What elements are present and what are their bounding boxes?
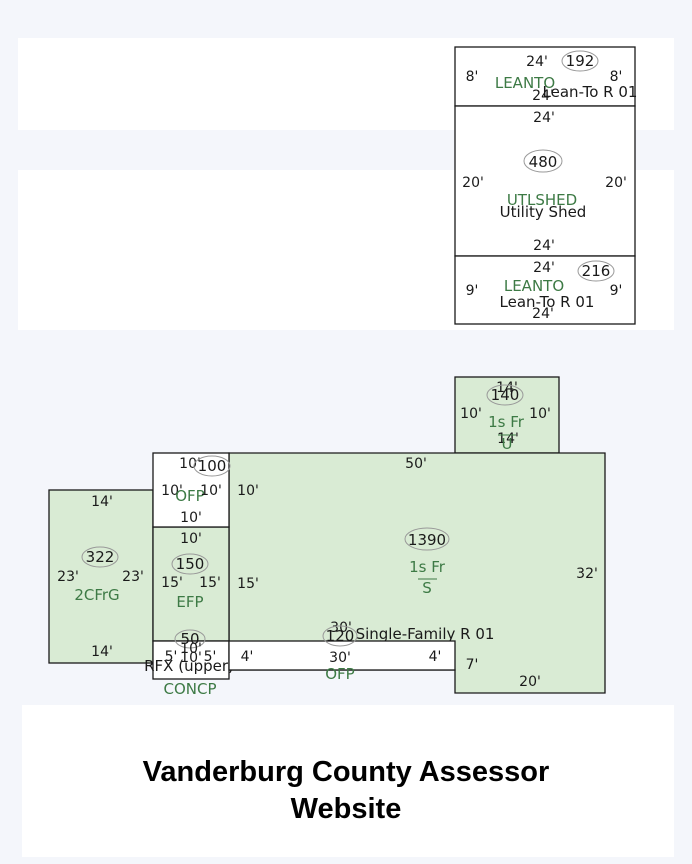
cfrg-dim-top: 14' xyxy=(91,494,113,510)
oval-icon xyxy=(322,625,358,647)
ofp-top-dim-top: 10' xyxy=(179,456,201,472)
concp-outline xyxy=(152,640,230,680)
ofp-top-section: 10' 100 10' OFP 10' 10' xyxy=(152,452,231,528)
main-code: 1s Fr xyxy=(409,558,446,576)
main-dim-top: 50' xyxy=(405,456,427,472)
efp-dim-left: 15' xyxy=(161,575,183,591)
oval-icon xyxy=(404,527,450,551)
oval-icon xyxy=(193,455,231,477)
leanto-bottom-section: 24' 216 LEANTO 9' 9' Lean-To R 01 24' xyxy=(454,255,636,325)
ofp-bottom-dim-bottom: 30' xyxy=(329,650,351,666)
caption-line-2: Website xyxy=(290,793,402,825)
cfrg-area: 322 xyxy=(86,548,115,566)
main-dim-step: 7' xyxy=(466,657,479,673)
concp-dim-bottom: 10' xyxy=(180,650,202,666)
oval-icon xyxy=(486,384,524,406)
leanto-top-dim-left: 8' xyxy=(466,69,479,85)
leanto-top-dim-top: 24' xyxy=(526,54,548,70)
fr-upper-sub: U xyxy=(502,435,513,453)
utlshed-desc: Utility Shed xyxy=(500,203,587,221)
ofp-top-dim-bottom: 10' xyxy=(180,510,202,526)
concp-dim-left: 5' xyxy=(165,649,178,665)
fr-upper-code: 1s Fr xyxy=(488,413,525,431)
leanto-bottom-dim-left: 9' xyxy=(466,283,479,299)
leanto-bottom-outline xyxy=(454,255,636,325)
oval-icon xyxy=(523,149,563,173)
leanto-bottom-dim-right: 9' xyxy=(610,283,623,299)
ofp-bottom-dim-right: 4' xyxy=(429,649,442,665)
cfrg-dim-right: 23' xyxy=(122,569,144,585)
fr-upper-dim-top: 14' xyxy=(496,380,518,396)
leanto-top-desc: Lean-To R 01 xyxy=(543,83,638,101)
concp-dim-top: 10' xyxy=(180,641,202,657)
main-sub: S xyxy=(422,579,432,597)
efp-dim-top: 10' xyxy=(180,531,202,547)
concp-code: CONCP xyxy=(163,680,216,698)
concp-area: 50 xyxy=(180,630,199,648)
utlshed-dim-right: 20' xyxy=(605,175,627,191)
oval-icon xyxy=(171,553,209,575)
ofp-top-dim-left: 10' xyxy=(161,483,183,499)
leanto-bottom-dim-top: 24' xyxy=(533,260,555,276)
utlshed-outline xyxy=(454,105,636,257)
main-area: 1390 xyxy=(408,531,446,549)
ofp-top-code: OFP xyxy=(175,487,204,505)
backdrop-bottom xyxy=(22,705,674,857)
concp-section: 50 10' 5' 5' 10' RFX (upper) CONCP xyxy=(144,629,234,698)
main-dim-left-lower: 15' xyxy=(237,576,259,592)
main-dim-left-upper: 10' xyxy=(237,483,259,499)
leanto-top-section: 24' 192 8' 8' LEANTO Lean-To R 01 24' xyxy=(454,46,638,107)
oval-icon xyxy=(561,50,599,72)
fr-upper-outline xyxy=(454,376,560,454)
leanto-top-dim-right: 8' xyxy=(610,69,623,85)
utlshed-dim-left: 20' xyxy=(462,175,484,191)
oval-icon xyxy=(81,546,119,568)
concp-dim-right: 5' xyxy=(204,649,217,665)
main-dim-right: 32' xyxy=(576,566,598,582)
leanto-top-area: 192 xyxy=(566,52,595,70)
ofp-top-area: 100 xyxy=(198,457,227,475)
leanto-bottom-code: LEANTO xyxy=(504,277,564,295)
efp-section: 10' 150 15' 15' EFP xyxy=(152,526,230,642)
ofp-top-dim-right: 10' xyxy=(200,483,222,499)
efp-dim-right: 15' xyxy=(199,575,221,591)
utlshed-dim-top: 24' xyxy=(533,110,555,126)
leanto-bottom-desc: Lean-To R 01 xyxy=(500,293,595,311)
caption-line-1: Vanderburg County Assessor xyxy=(142,756,550,788)
fr-upper-area: 140 xyxy=(491,386,520,404)
oval-icon xyxy=(174,629,206,649)
utlshed-area: 480 xyxy=(529,153,558,171)
ofp-top-outline xyxy=(152,452,230,528)
utlshed-section: 24' 480 20' 20' UTLSHED Utility Shed 24' xyxy=(454,105,636,257)
fr-upper-dim-right: 10' xyxy=(529,406,551,422)
leanto-top-outline xyxy=(454,46,636,107)
efp-code: EFP xyxy=(176,593,203,611)
ofp-bottom-code: OFP xyxy=(325,665,354,683)
ofp-bottom-section: 30' 120 4' 4' 30' OFP xyxy=(228,620,456,683)
utlshed-dim-bottom: 24' xyxy=(533,238,555,254)
leanto-top-code: LEANTO xyxy=(495,74,555,92)
ofp-bottom-dim-left: 4' xyxy=(241,649,254,665)
leanto-top-dim-bottom: 24' xyxy=(532,88,554,104)
leanto-bottom-area: 216 xyxy=(582,262,611,280)
fr-upper-section: 14' 140 10' 10' 1s Fr 14' U xyxy=(454,376,560,454)
utlshed-code: UTLSHED xyxy=(507,191,577,209)
ofp-bottom-area: 120 xyxy=(326,627,355,645)
concp-desc: RFX (upper) xyxy=(144,657,234,675)
main-desc: Single-Family R 01 xyxy=(356,625,495,643)
fr-upper-dim-left: 10' xyxy=(460,406,482,422)
leanto-bottom-dim-bottom: 24' xyxy=(532,306,554,322)
efp-area: 150 xyxy=(176,555,205,573)
oval-icon xyxy=(577,260,615,282)
ofp-bottom-dim-top: 30' xyxy=(330,620,352,636)
cfrg-section: 14' 322 23' 23' 2CFrG 14' xyxy=(48,489,154,664)
cfrg-dim-bottom: 14' xyxy=(91,644,113,660)
main-dim-bottom: 20' xyxy=(519,674,541,690)
cfrg-code: 2CFrG xyxy=(74,586,119,604)
cfrg-dim-left: 23' xyxy=(57,569,79,585)
